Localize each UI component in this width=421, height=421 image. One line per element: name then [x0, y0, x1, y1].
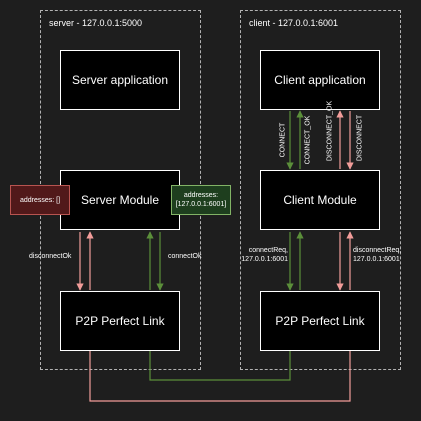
client-module-box[interactable]: Client Module: [260, 170, 380, 230]
disconnect-label: DISCONNECT: [356, 114, 364, 162]
connect-ok-caps-label: CONNECT_OK: [304, 115, 312, 165]
server-application-box[interactable]: Server application: [60, 50, 180, 110]
client-link-box[interactable]: P2P Perfect Link: [260, 291, 380, 351]
connect-ok-label: connectOk: [168, 253, 202, 260]
green-link-route: [146, 322, 294, 381]
server-link-box[interactable]: P2P Perfect Link: [60, 291, 180, 351]
connect-req-label: connectReq, 127.0.0.1:6001: [241, 247, 288, 263]
disconnect-ok-caps-label: DISCONNECT_OK: [326, 100, 334, 162]
server-addresses-empty-note: addresses: []: [10, 185, 70, 215]
server-addresses-full-note: addresses: [127.0.0.1:6001]: [171, 185, 231, 215]
disconnect-req-label: disconnectReq, 127.0.0.1:6001: [353, 247, 402, 263]
server-group-label: server - 127.0.0.1:5000: [49, 18, 143, 28]
red-link-route: [86, 322, 354, 402]
client-application-box[interactable]: Client application: [260, 50, 380, 110]
client-group: client - 127.0.0.1:6001: [240, 10, 401, 370]
connect-label: CONNECT: [279, 122, 287, 158]
client-group-label: client - 127.0.0.1:6001: [249, 18, 339, 28]
server-module-box[interactable]: Server Module: [60, 170, 180, 230]
disconnect-ok-label: disconnectOk: [29, 253, 72, 260]
